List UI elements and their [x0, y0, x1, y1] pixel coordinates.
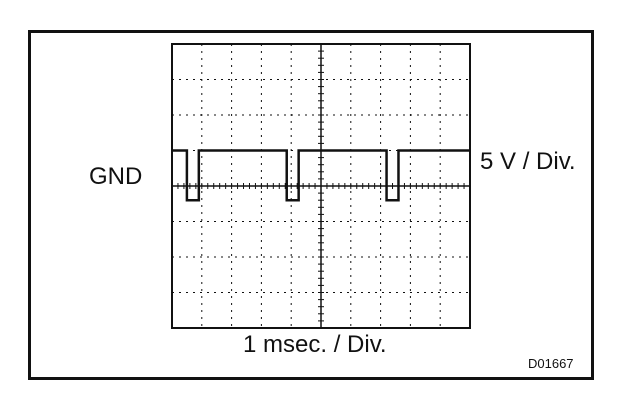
time-scale-label: 1 msec. / Div. [243, 331, 387, 358]
figure-frame [28, 30, 594, 380]
oscilloscope-axes [171, 43, 471, 329]
ground-label: GND [89, 163, 143, 190]
figure-code: D01667 [528, 356, 574, 371]
vertical-scale-label: 5 V / Div. [480, 148, 576, 175]
waveform-trace [172, 149, 470, 202]
